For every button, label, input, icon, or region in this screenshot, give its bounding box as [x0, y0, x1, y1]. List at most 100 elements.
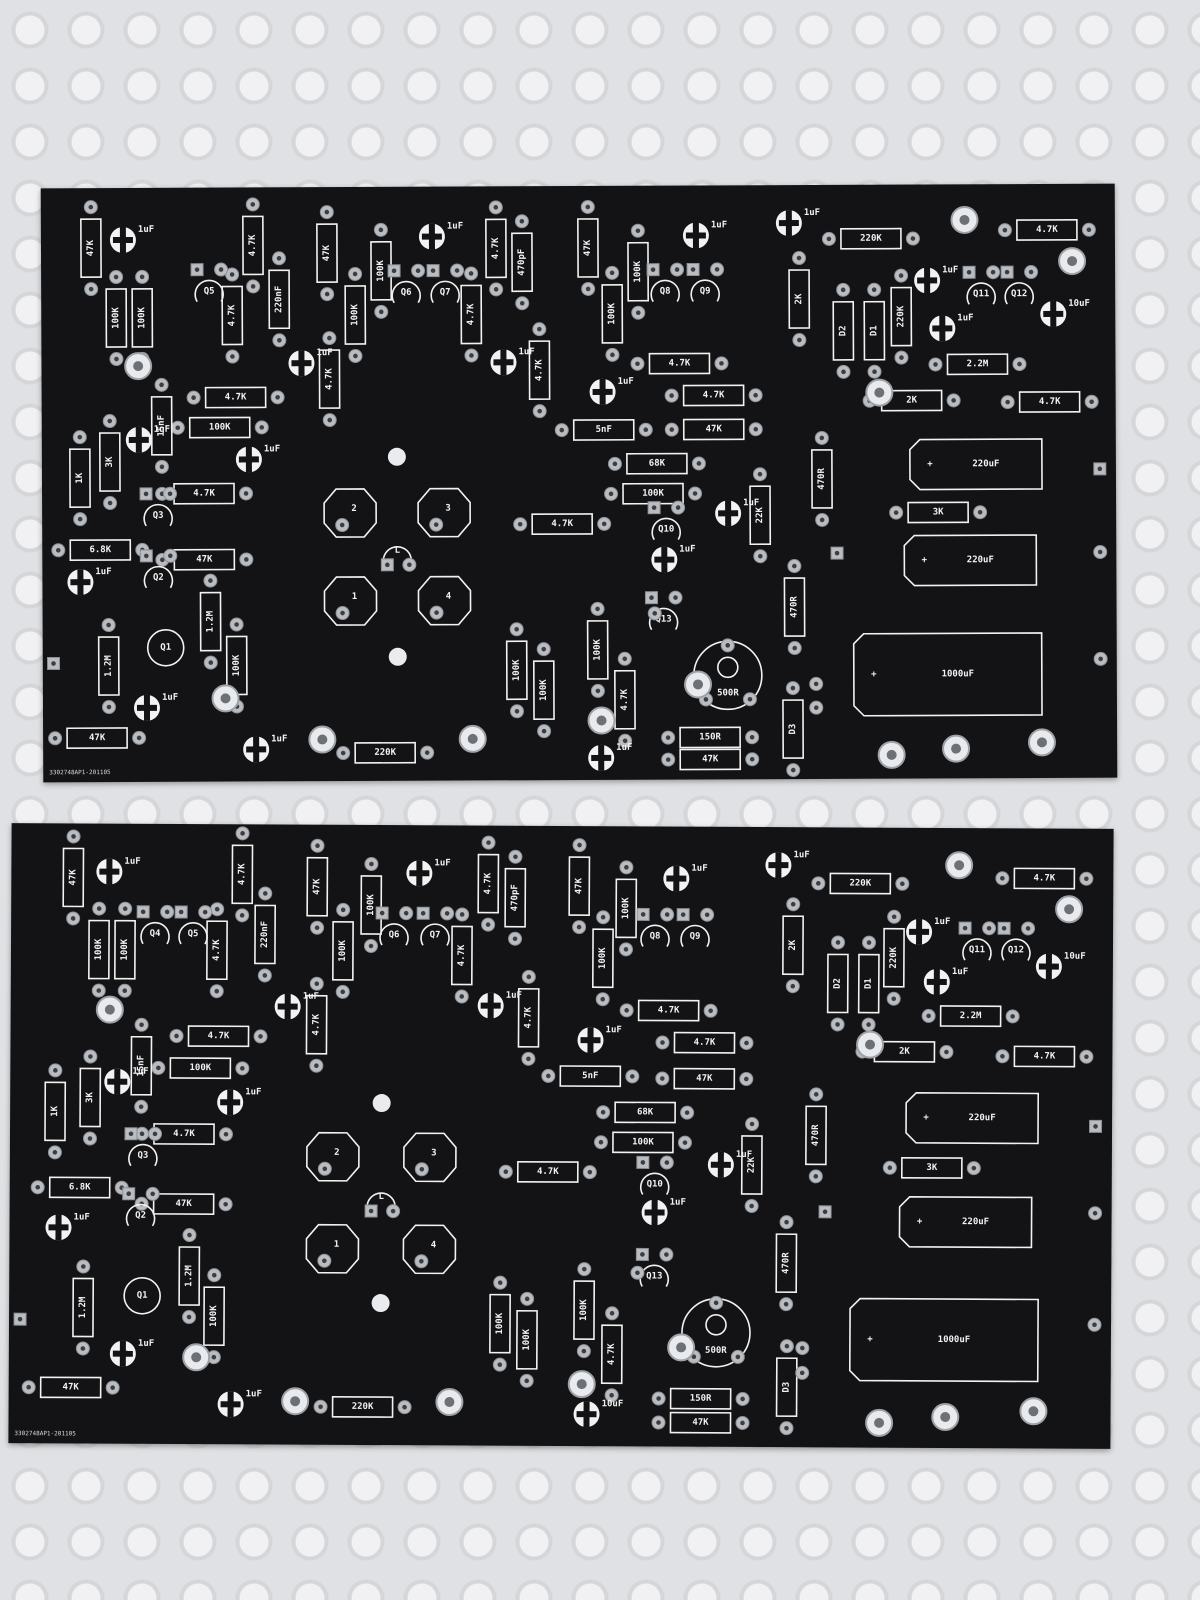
drill-hole [469, 353, 474, 358]
resistor: 5nF [541, 1065, 640, 1088]
drill-hole [624, 1008, 629, 1013]
drill-hole [1093, 1124, 1098, 1129]
drill-hole [88, 204, 94, 210]
drill-hole [156, 1065, 161, 1071]
drill-hole [223, 1131, 229, 1137]
resistor-value-label: 100K [621, 897, 631, 919]
resistor: 68K [596, 1101, 695, 1124]
bulk-capacitor: +220uF [903, 534, 1038, 587]
resistor-outline [204, 386, 267, 409]
tube-socket-pin: 1 [323, 576, 378, 626]
drill-hole [230, 354, 235, 359]
transistor: Q13 [644, 590, 683, 631]
resistor-value-label: 2K [788, 939, 798, 950]
resistor-value-label: 5nF [582, 1071, 598, 1081]
resistor-outline [505, 640, 528, 701]
resistor: 100K [593, 1131, 692, 1154]
drill-hole [749, 734, 755, 740]
resistor: 100K [370, 222, 393, 319]
drill-hole [640, 1160, 646, 1165]
electrolytic-capacitor: 10uF [573, 1399, 623, 1428]
drill-hole [753, 392, 758, 398]
transistor-label: Q1 [160, 643, 171, 653]
resistor: 220K [882, 909, 905, 1006]
drill-hole [790, 983, 796, 989]
drill-hole [243, 491, 249, 496]
drill-hole [971, 1165, 977, 1171]
drill-hole [144, 553, 149, 559]
capacitor-value-label: 220uF [972, 459, 999, 469]
transistor-outline [123, 1277, 161, 1315]
drill-hole [96, 906, 102, 911]
drill-hole [944, 1049, 949, 1055]
polarity-stripe [112, 236, 133, 244]
hole-drill [874, 1417, 885, 1428]
polarity-stripe [654, 556, 675, 563]
drill-hole [910, 236, 916, 241]
resistor-outline [648, 352, 711, 375]
polarity-stripe [220, 1401, 241, 1408]
resistor-value-label: 4.7K [1033, 873, 1055, 883]
polarity-stripe [70, 579, 91, 586]
resistor-value-label: 1K [75, 472, 85, 483]
drill-hole [691, 1354, 697, 1359]
capacitor-value-label: 1uF [95, 567, 111, 577]
resistor-value-label: 2.2M [960, 1011, 982, 1021]
polarity-stripe [277, 1003, 298, 1010]
polarity-stripe [421, 233, 442, 240]
resistor-value-label: 100K [633, 260, 643, 282]
pin-number: 4 [431, 1240, 437, 1250]
resistor: 47K [80, 200, 102, 297]
drill-hole [35, 1184, 41, 1190]
drill-hole [1089, 399, 1094, 405]
drill-hole [714, 267, 720, 272]
drill-hole [1000, 876, 1005, 881]
resistor: D3 [782, 681, 805, 778]
drill-hole [835, 940, 841, 945]
resistor-outline [946, 353, 1009, 376]
resistor: 4.7K [206, 902, 228, 999]
resistor: 5nF [554, 418, 653, 441]
resistor: 100K [344, 266, 367, 363]
resistor: 3K [889, 501, 988, 524]
resistor: 4.7K [619, 999, 718, 1022]
resistor-outline [614, 1101, 676, 1124]
capacitor-outline [898, 1196, 1033, 1249]
drill-hole [229, 272, 235, 277]
polarity-stripe [480, 1002, 501, 1009]
resistor-outline [811, 449, 833, 509]
resistor: 100K [203, 1268, 226, 1365]
resistor: 22K [740, 1117, 763, 1213]
transistor-label: Q5 [204, 287, 215, 297]
drill-hole [799, 1370, 805, 1376]
electrolytic-capacitor: 1uF [589, 377, 634, 405]
drill-hole [609, 270, 615, 276]
drill-hole [340, 610, 345, 616]
drill-hole [368, 943, 374, 949]
resistor: 470R [811, 430, 833, 527]
drill-hole [834, 550, 840, 556]
electrolytic-capacitor: 1uF [104, 1067, 149, 1095]
resistor: D3 [775, 1339, 798, 1436]
capacitor-value-label: 1uF [679, 544, 695, 554]
resistor: 470pF [511, 214, 533, 311]
transistor: Q11 [962, 265, 1001, 305]
resistor-value-label: 470pF [510, 884, 520, 911]
mounting-hole [211, 684, 240, 713]
drill-hole [140, 909, 146, 915]
resistor: 4.7K [517, 969, 540, 1066]
tube-socket-pin: 3 [417, 487, 471, 538]
drill-hole [822, 1209, 828, 1215]
drill-hole [322, 1166, 328, 1172]
drill-hole [430, 268, 436, 273]
resistor-value-label: 220K [889, 946, 899, 968]
drill-hole [150, 1191, 155, 1197]
capacitor-value-label: 1uF [506, 991, 522, 1001]
resistor: 100K [573, 1262, 596, 1359]
resistor-outline [48, 1176, 111, 1199]
resistor-outline [460, 284, 483, 345]
transistor-q1: Q1 [146, 629, 185, 667]
drill-hole [106, 622, 111, 628]
electrolytic-capacitor: 1uF [45, 1212, 90, 1241]
drill-hole [513, 854, 518, 860]
